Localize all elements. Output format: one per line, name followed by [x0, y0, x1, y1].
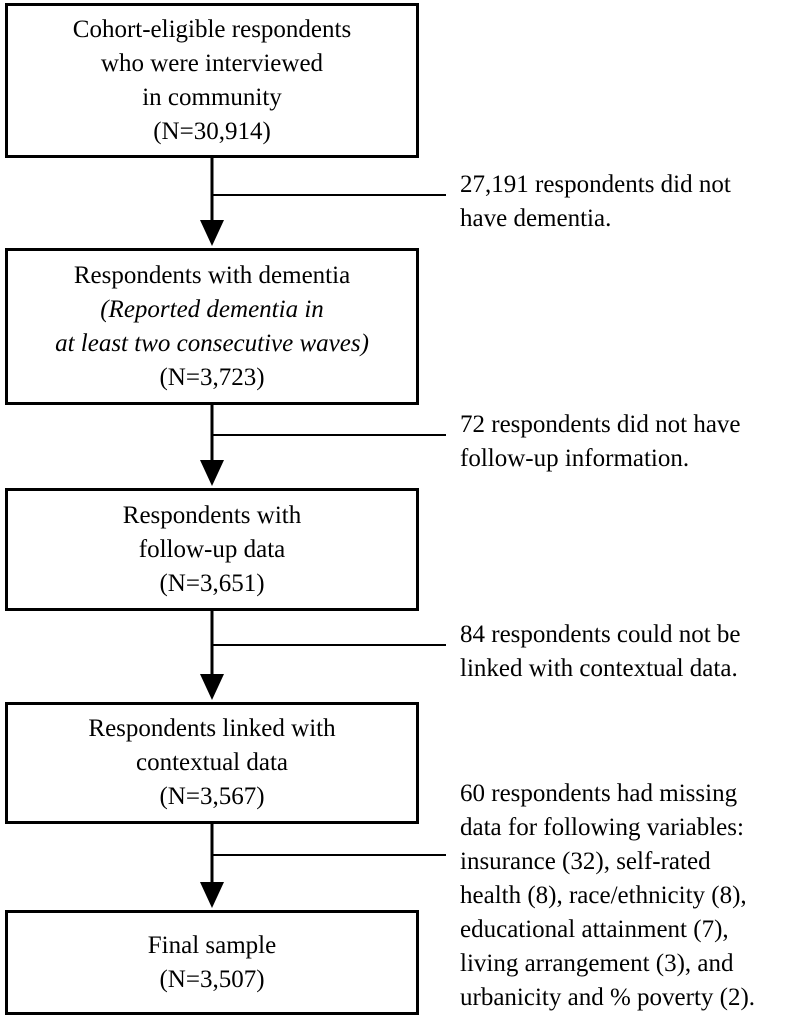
- exclusion-no-followup-line-2: follow-up information.: [460, 445, 690, 472]
- box-followup-line-1: Respondents with: [122, 501, 302, 529]
- exclusion-no-dementia: 27,191 respondents did not have dementia…: [460, 168, 731, 236]
- box-followup-count: (N=3,651): [159, 569, 265, 597]
- arrow-dementia-to-followup: [200, 404, 224, 486]
- exclusion-not-linked-line-2: linked with contextual data.: [460, 655, 738, 682]
- exclusion-missing-line-7: urbanicity and % poverty (2).: [460, 984, 756, 1011]
- box-dementia-count: (N=3,723): [159, 363, 265, 391]
- exclusion-missing-data: 60 respondents had missing data for foll…: [460, 777, 755, 1015]
- box-followup: Respondents with follow-up data (N=3,651…: [5, 488, 419, 611]
- box-dementia-line-1: Respondents with dementia: [73, 261, 351, 289]
- box-cohort-count: (N=30,914): [153, 117, 271, 145]
- exclusion-missing-line-5: educational attainment (7),: [460, 916, 729, 943]
- box-final-sample: Final sample (N=3,507): [5, 910, 419, 1015]
- exclusion-missing-line-2: data for following variables:: [460, 814, 744, 841]
- exclusion-missing-line-6: living arrangement (3), and: [460, 950, 734, 977]
- box-linked-line-1: Respondents linked with: [88, 715, 336, 742]
- box-final-count: (N=3,507): [159, 965, 265, 993]
- box-final-line-1: Final sample: [147, 931, 277, 959]
- box-cohort-line-3: in community: [142, 83, 282, 111]
- box-dementia-line-2: (Reported dementia in: [100, 295, 324, 323]
- exclusion-missing-line-3: insurance (32), self-rated: [460, 848, 711, 875]
- box-linked-line-2: contextual data: [135, 749, 288, 776]
- exclusion-not-linked-line-1: 84 respondents could not be: [460, 621, 741, 648]
- box-cohort-line-2: who were interviewed: [100, 49, 324, 77]
- box-followup-line-2: follow-up data: [138, 535, 286, 563]
- box-cohort-line-1: Cohort-eligible respondents: [72, 15, 352, 43]
- exclusion-no-followup: 72 respondents did not have follow-up in…: [460, 408, 741, 476]
- exclusion-missing-line-1: 60 respondents had missing: [460, 780, 738, 807]
- arrow-cohort-to-dementia: [200, 157, 224, 246]
- exclusion-no-followup-line-1: 72 respondents did not have: [460, 411, 741, 438]
- exclusion-no-dementia-line-2: have dementia.: [460, 205, 612, 232]
- box-linked: Respondents linked with contextual data …: [5, 702, 419, 824]
- box-dementia-line-3: at least two consecutive waves): [55, 329, 369, 357]
- exclusion-missing-line-4: health (8), race/ethnicity (8),: [460, 882, 747, 909]
- exclusion-not-linked: 84 respondents could not be linked with …: [460, 618, 741, 686]
- box-dementia: Respondents with dementia (Reported deme…: [5, 248, 419, 405]
- arrow-followup-to-linked: [200, 610, 224, 700]
- box-linked-count: (N=3,567): [159, 783, 265, 810]
- box-cohort-eligible: Cohort-eligible respondents who were int…: [5, 3, 419, 158]
- arrow-linked-to-final: [200, 823, 224, 908]
- exclusion-no-dementia-line-1: 27,191 respondents did not: [460, 171, 731, 198]
